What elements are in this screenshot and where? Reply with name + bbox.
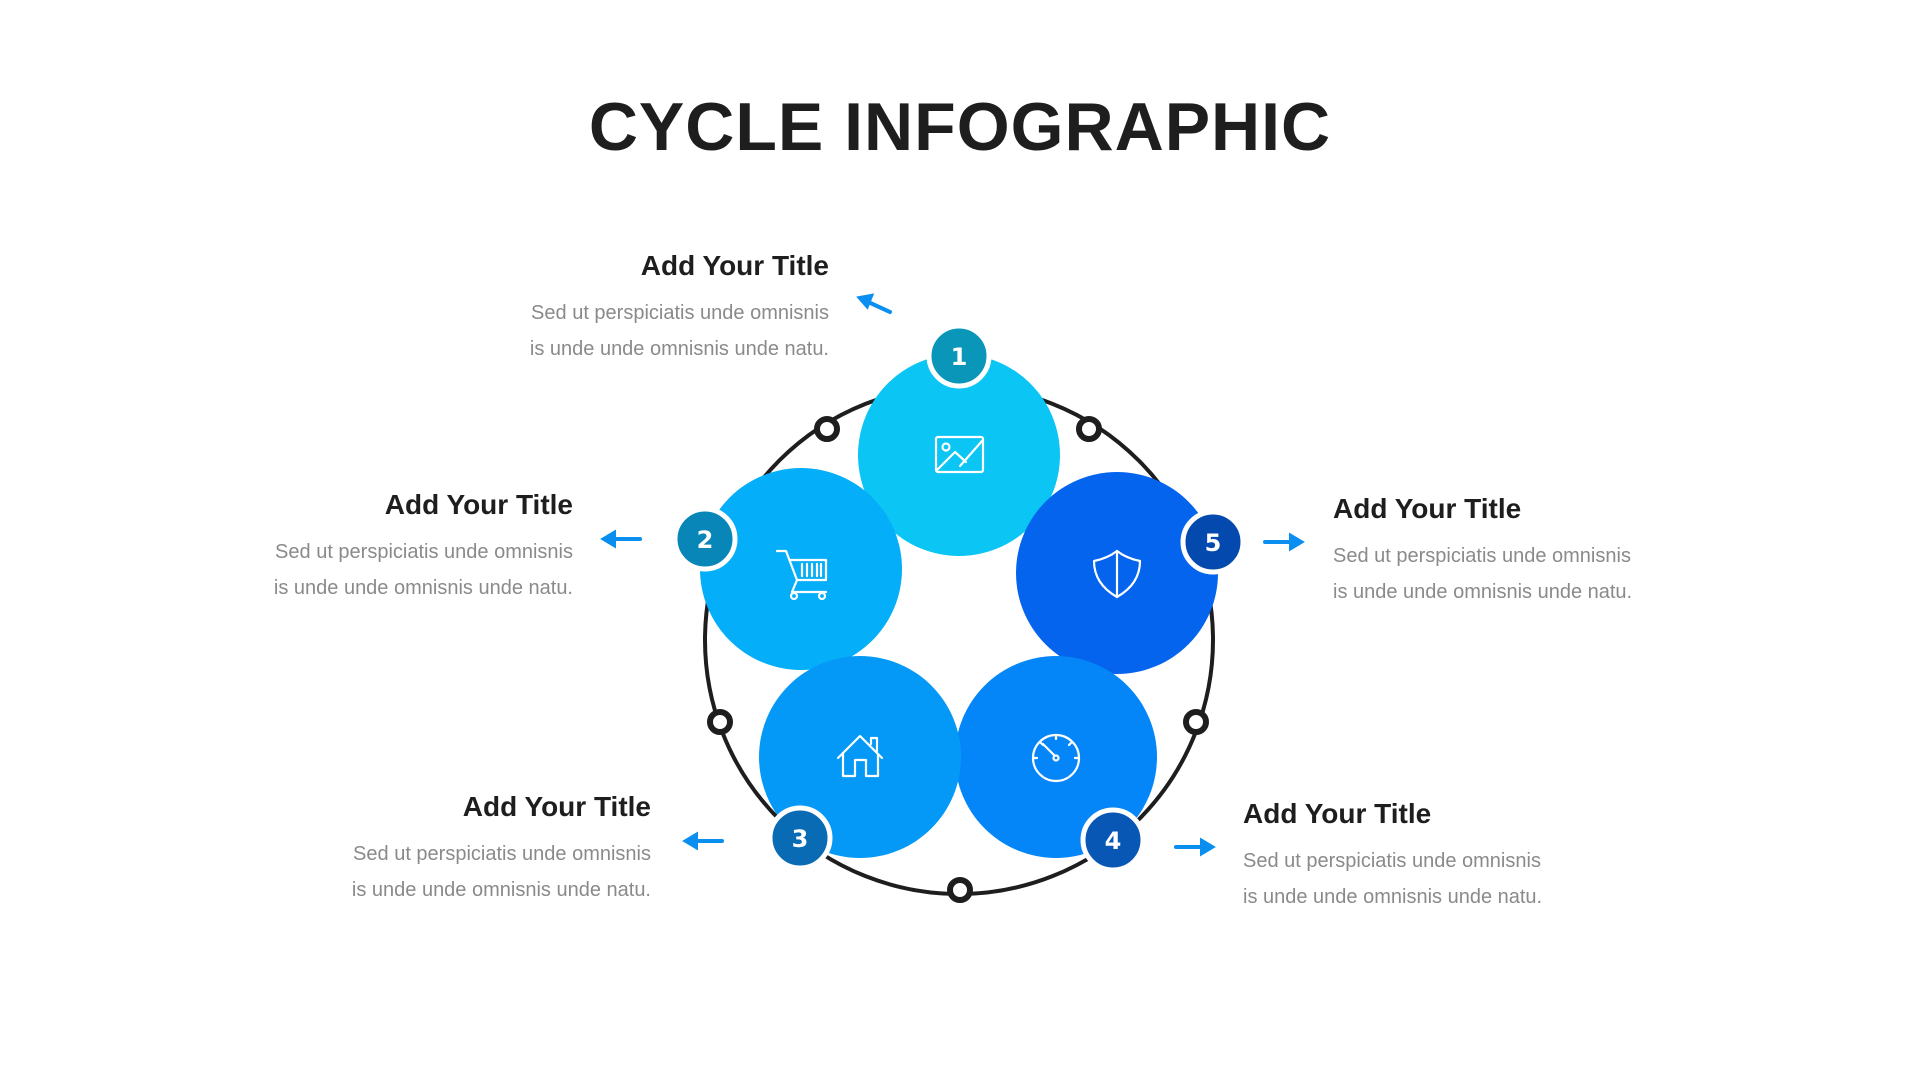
step-3-number: 3 — [792, 825, 809, 853]
step-1-title: Add Your Title — [640, 250, 829, 281]
step-5-desc-line2: is unde unde omnisnis unde natu. — [1333, 581, 1633, 603]
step-4-desc-line1: Sed ut perspiciatis unde omnisnis — [1243, 850, 1541, 872]
home-icon — [836, 734, 884, 778]
ring-node — [947, 877, 973, 903]
step-4-circle — [955, 656, 1157, 858]
step-1-number: 1 — [951, 343, 968, 371]
ring-node — [1076, 416, 1102, 442]
step-2-text: Add Your Title Sed ut perspiciatis unde … — [153, 488, 573, 606]
step-4-desc-line2: is unde unde omnisnis unde natu. — [1243, 886, 1543, 908]
step-4-text: Add Your Title Sed ut perspiciatis unde … — [1243, 797, 1663, 915]
step-2-desc-line1: Sed ut perspiciatis unde omnisnis — [275, 541, 573, 563]
ring-node — [814, 416, 840, 442]
page-title: CYCLE INFOGRAPHIC — [588, 89, 1332, 165]
image-icon — [934, 435, 985, 474]
ring-node — [1183, 709, 1209, 735]
step-5-text: Add Your Title Sed ut perspiciatis unde … — [1333, 492, 1753, 610]
step-2-badge: 2 — [672, 506, 738, 572]
shopping-cart-icon — [775, 549, 828, 601]
arrow-left-icon — [856, 293, 892, 314]
step-3-desc-line1: Sed ut perspiciatis unde omnisnis — [353, 843, 651, 865]
step-5-title: Add Your Title — [1333, 493, 1522, 524]
step-1-desc-line1: Sed ut perspiciatis unde omnisnis — [531, 302, 829, 324]
arrow-left-icon — [682, 831, 724, 851]
step-3-badge: 3 — [767, 805, 833, 871]
step-4-badge: 4 — [1080, 807, 1146, 873]
step-5-number: 5 — [1205, 529, 1222, 557]
shield-icon — [1092, 549, 1142, 599]
step-5-badge: 5 — [1180, 509, 1246, 575]
step-1-desc-line2: is unde unde omnisnis unde natu. — [529, 338, 829, 360]
arrow-right-icon — [1263, 532, 1305, 552]
ring-node — [707, 709, 733, 735]
step-5-desc-line1: Sed ut perspiciatis unde omnisnis — [1333, 545, 1631, 567]
step-1-badge: 1 — [926, 323, 992, 389]
step-2-title: Add Your Title — [384, 489, 573, 520]
step-4-title: Add Your Title — [1243, 798, 1432, 829]
step-4-number: 4 — [1105, 827, 1122, 855]
step-2-desc-line2: is unde unde omnisnis unde natu. — [273, 577, 573, 599]
arrow-left-icon — [600, 529, 642, 549]
step-2-number: 2 — [697, 526, 714, 554]
step-3-text: Add Your Title Sed ut perspiciatis unde … — [231, 790, 651, 908]
step-3-desc-line2: is unde unde omnisnis unde natu. — [351, 879, 651, 901]
speedometer-icon — [1031, 733, 1081, 783]
step-3-title: Add Your Title — [462, 791, 651, 822]
step-1-text: Add Your Title Sed ut perspiciatis unde … — [409, 249, 829, 367]
arrow-right-icon — [1174, 837, 1216, 857]
